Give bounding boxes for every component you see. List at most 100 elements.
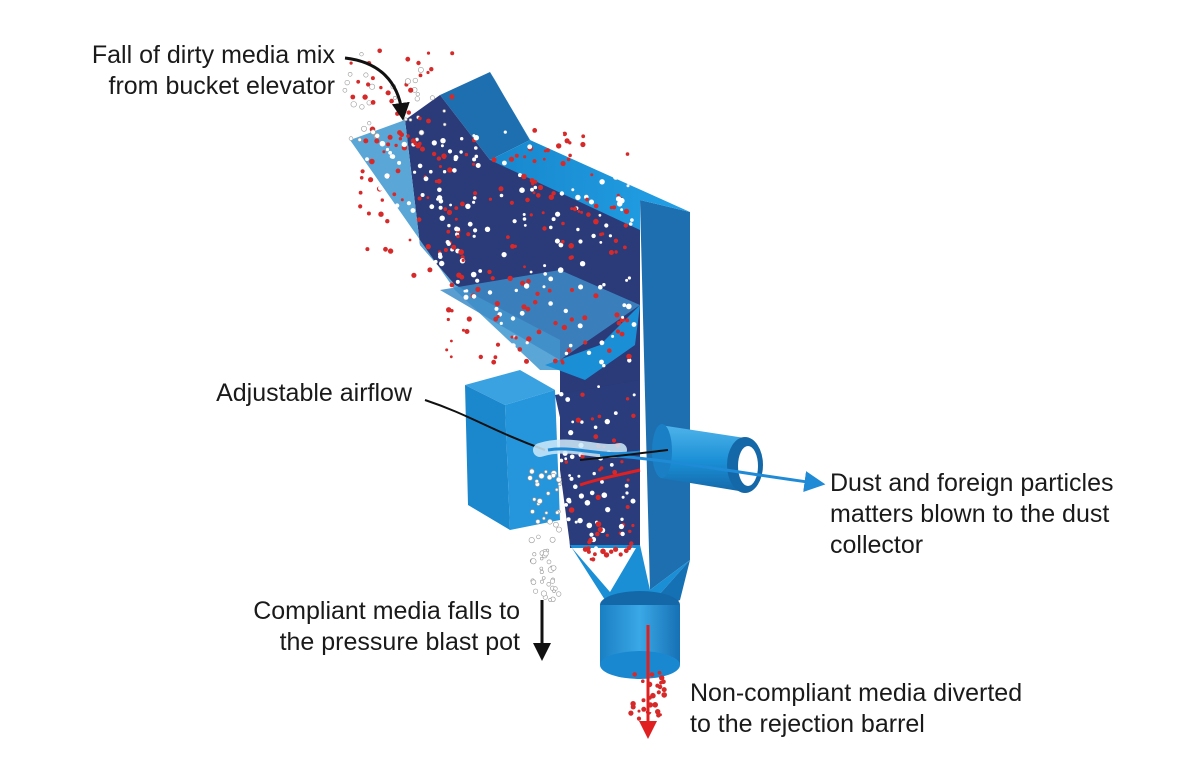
interior-particle [599,241,603,244]
interior-particle [569,317,574,322]
hopper-particle [373,252,377,256]
inlet-label: Fall of dirty media mix from bucket elev… [35,40,335,102]
reject-funnel-particle [588,537,593,543]
interior-particle [522,217,527,221]
interior-particle [507,275,513,282]
chamber-particle [568,507,575,513]
compliant-particle [546,491,551,496]
compliant-particle [529,468,535,475]
interior-particle [478,354,483,360]
inlet-particle [344,79,350,86]
chamber-particle [625,397,630,401]
airflow-leader-line [424,399,546,451]
interior-particle [504,345,510,351]
interior-particle [465,203,471,209]
reject-funnel-particle [589,532,594,537]
interior-particle [460,137,464,141]
interior-particle [564,138,570,144]
reject-drop-particle [657,684,663,690]
compliant-particle [539,566,544,571]
interior-particle [619,197,625,204]
interior-particle [616,320,622,326]
hopper-particle [369,158,375,165]
interior-particle [578,239,583,244]
interior-particle [496,315,500,319]
interior-particle [519,310,525,316]
inlet-particle [418,129,425,136]
inlet-particle [442,109,446,113]
inlet-particle [363,138,369,144]
reject-drop-particle [630,701,636,707]
chamber-particle [577,517,583,524]
interior-particle [440,144,444,148]
interior-particle [459,274,465,280]
compliant-particle [553,521,559,528]
chamber-particle [597,385,600,388]
reject-funnel-particle [618,552,623,557]
interior-particle [472,234,476,238]
interior-particle [464,329,470,334]
hopper-particle [380,205,384,210]
interior-particle [518,173,522,178]
interior-particle [461,258,465,262]
interior-particle [559,191,565,196]
compliant-particle [530,579,537,585]
reject-funnel-particle [586,549,591,554]
interior-particle [613,174,619,180]
inlet-particle [443,122,447,127]
reject-funnel-particle [593,552,597,557]
interior-particle [443,248,448,252]
noncompliant-label-line-1: Non-compliant media diverted [690,679,1023,707]
hopper-particle [386,256,390,260]
chamber-particle [609,463,614,467]
airflow-stream [533,439,627,458]
interior-particle [545,148,550,153]
interior-particle [466,232,471,237]
interior-particle [631,322,637,327]
interior-particle [556,143,562,149]
interior-particle [558,131,564,137]
hopper-particle [452,168,457,173]
inlet-particle [420,146,425,152]
interior-particle [532,159,537,164]
hopper-particle [387,203,391,208]
interior-particle [623,223,628,228]
inlet-particle [359,104,365,110]
compliant-particle [546,582,551,587]
reject-funnel-particle [600,548,606,555]
interior-particle [520,280,526,286]
noncompliant-label-line-2: to the rejection barrel [690,710,925,738]
compliant-particle [532,552,537,557]
inlet-particle [398,137,403,141]
reject-funnel-particle [597,527,603,533]
reject-drop-particle [659,680,663,685]
chamber-particle [601,492,608,499]
interior-particle [560,160,566,167]
interior-particle [569,255,574,260]
interior-particle [472,200,476,204]
reject-funnel-particle [620,531,625,537]
chamber-particle [597,414,602,419]
reject-drop-particle [632,672,637,677]
hopper-particle [379,140,386,147]
hopper-particle [443,207,448,212]
interior-particle [542,157,546,161]
interior-particle [449,355,453,359]
hopper-particle [378,185,383,191]
inlet-particle [429,95,435,101]
interior-particle [609,206,613,210]
inlet-particle [374,133,381,139]
inlet-particle [377,48,383,54]
inlet-particle [379,85,383,90]
interior-particle [461,328,465,332]
interior-particle [514,288,518,293]
hopper-particle [437,187,442,193]
interior-particle [542,226,547,231]
interior-particle [625,318,630,323]
interior-particle [536,329,542,335]
interior-particle [581,134,586,139]
interior-particle [472,157,477,162]
interior-particle [542,285,546,289]
dust-outlet-pipe-opening [738,446,758,486]
hopper-particle [451,244,457,250]
